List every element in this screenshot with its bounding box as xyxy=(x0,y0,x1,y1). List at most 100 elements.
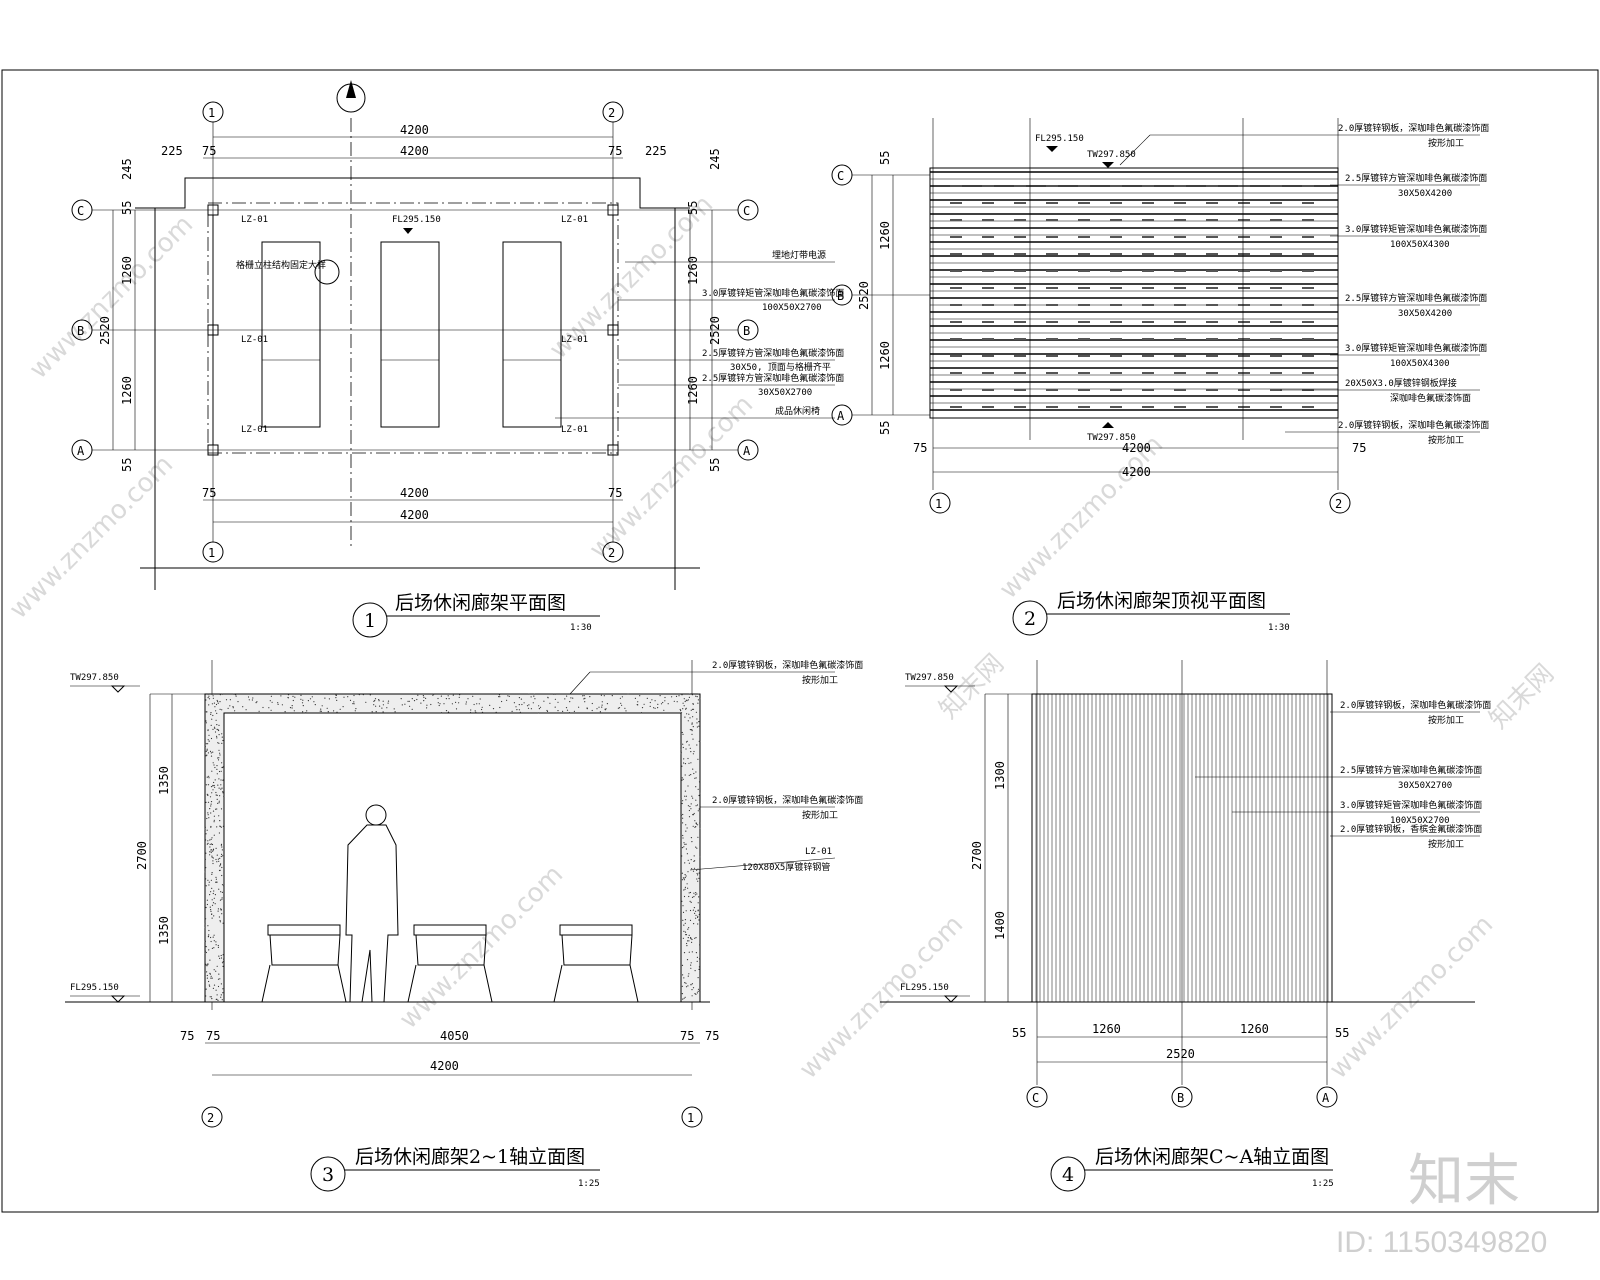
frame-stipple xyxy=(472,695,474,697)
frame-stipple xyxy=(659,695,661,697)
frame-stipple xyxy=(208,698,211,700)
axis-label: A xyxy=(1322,1091,1330,1105)
frame-stipple xyxy=(586,708,588,710)
frame-stipple xyxy=(651,699,653,701)
frame-stipple xyxy=(209,854,211,856)
frame-stipple xyxy=(683,930,685,933)
frame-stipple xyxy=(247,696,250,698)
frame-stipple xyxy=(687,937,689,939)
frame-stipple xyxy=(691,938,693,941)
drawing-number-circle xyxy=(1050,1156,1086,1192)
roof-slat-mark xyxy=(982,372,994,374)
frame-stipple xyxy=(223,885,225,887)
frame-stipple xyxy=(207,842,209,844)
frame-stipple xyxy=(210,713,212,716)
dimension-label: 225 xyxy=(645,144,667,158)
roof-slat-mark xyxy=(950,338,962,340)
frame-stipple xyxy=(682,813,684,816)
frame-stipple xyxy=(234,710,236,712)
dimension-label: 55 xyxy=(1335,1026,1349,1040)
frame-stipple xyxy=(210,812,212,814)
frame-stipple xyxy=(212,695,214,697)
frame-stipple xyxy=(692,797,694,799)
frame-stipple xyxy=(685,799,687,801)
frame-stipple xyxy=(653,707,655,709)
frame-stipple xyxy=(327,711,329,713)
roof-slat-mark xyxy=(1238,270,1250,272)
roof-slat-mark xyxy=(1302,321,1314,323)
frame-stipple xyxy=(687,785,689,787)
annotation: 3.0厚镀锌矩管深咖啡色氟碳漆饰面 xyxy=(1345,223,1487,235)
frame-stipple xyxy=(601,701,603,703)
annotation: 按形加工 xyxy=(1428,137,1464,149)
frame-stipple xyxy=(699,822,701,824)
roof-slat-mark xyxy=(1078,236,1090,238)
frame-stipple xyxy=(680,814,683,816)
frame-stipple xyxy=(685,843,687,845)
frame-stipple xyxy=(216,998,218,1001)
roof-plan-view: C B A 1 2 1260 1260 2520 55 55 4200 75 7… xyxy=(831,118,1489,636)
frame-stipple xyxy=(211,703,213,705)
frame-stipple xyxy=(291,705,293,707)
frame-stipple xyxy=(557,701,559,703)
frame-stipple xyxy=(687,859,689,861)
frame-stipple xyxy=(533,693,535,695)
frame-stipple xyxy=(692,738,694,740)
frame-stipple xyxy=(208,980,210,983)
frame-stipple xyxy=(591,702,593,705)
annotation: 100X50X2700 xyxy=(762,303,822,313)
frame-stipple xyxy=(691,841,693,843)
frame-stipple xyxy=(685,699,687,701)
axis-marker xyxy=(831,404,853,426)
frame-stipple xyxy=(699,944,701,946)
frame-stipple xyxy=(634,697,637,700)
frame-stipple xyxy=(207,693,209,695)
frame-stipple xyxy=(478,703,480,705)
roof-slat-mark xyxy=(950,236,962,238)
frame-stipple xyxy=(205,918,207,920)
frame-stipple xyxy=(248,699,250,701)
frame-stipple xyxy=(206,784,208,786)
frame-stipple xyxy=(302,711,304,713)
frame-stipple xyxy=(219,899,222,901)
frame-stipple xyxy=(221,733,223,735)
elevation-label: FL295.150 xyxy=(900,983,949,993)
frame-stipple xyxy=(426,707,428,709)
roof-slat-mark xyxy=(1142,219,1154,221)
frame-stipple xyxy=(212,862,214,865)
frame-stipple xyxy=(213,821,215,823)
frame-stipple xyxy=(691,733,693,735)
frame-stipple xyxy=(205,867,207,869)
frame-stipple xyxy=(209,906,211,908)
frame-stipple xyxy=(426,704,428,706)
frame-stipple xyxy=(695,993,697,996)
frame-stipple xyxy=(691,941,693,944)
dimension-label: 1260 xyxy=(1240,1022,1269,1036)
frame-stipple xyxy=(382,711,384,713)
annotation: 2.0厚镀锌钢板，深咖啡色氟碳漆饰面 xyxy=(712,659,863,671)
annotation: 2.5厚镀锌方管深咖啡色氟碳漆饰面 xyxy=(702,347,844,359)
frame-stipple xyxy=(277,703,279,706)
drawing-number: 2 xyxy=(1024,608,1036,630)
frame-stipple xyxy=(680,751,682,753)
frame-stipple xyxy=(221,999,223,1001)
frame-stipple xyxy=(416,698,418,701)
axis-marker xyxy=(1171,1086,1193,1108)
frame-stipple xyxy=(211,947,213,950)
frame-stipple xyxy=(311,696,313,698)
frame-stipple xyxy=(695,695,697,697)
frame-stipple xyxy=(387,700,390,702)
dimension-label: 55 xyxy=(878,151,892,165)
frame-stipple xyxy=(697,910,699,912)
frame-stipple xyxy=(481,706,483,708)
frame-stipple xyxy=(686,959,689,961)
frame-stipple xyxy=(222,792,224,794)
frame-stipple xyxy=(636,704,638,706)
frame-stipple xyxy=(378,700,380,702)
frame-stipple xyxy=(222,766,224,768)
frame-stipple xyxy=(208,734,210,736)
frame-stipple xyxy=(204,743,206,745)
annotation: 按形加工 xyxy=(802,809,838,821)
roof-slat-mark xyxy=(1142,202,1154,204)
drawing-number: 3 xyxy=(322,1164,334,1186)
